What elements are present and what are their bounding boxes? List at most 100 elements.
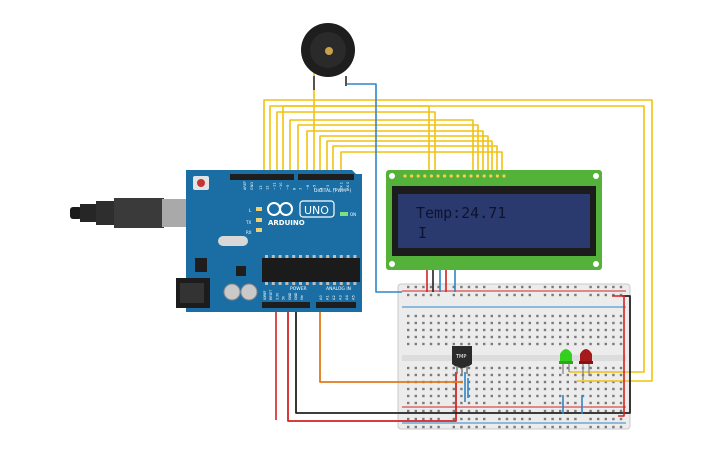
led-green[interactable]	[559, 349, 573, 374]
breadboard-hole	[467, 366, 471, 370]
lcd-16x2[interactable]: Temp:24.71 I	[386, 170, 602, 270]
breadboard-hole	[597, 335, 600, 339]
breadboard-hole	[475, 417, 478, 421]
breadboard-hole	[551, 293, 554, 297]
breadboard-hole	[543, 328, 547, 332]
breadboard-hole	[475, 387, 478, 391]
breadboard-hole	[422, 328, 425, 332]
breadboard-hole	[407, 366, 410, 370]
breadboard-hole	[445, 387, 448, 391]
breadboard-hole	[505, 335, 509, 339]
breadboard-hole	[414, 401, 417, 405]
breadboard-hole	[445, 373, 448, 377]
lcd-pin	[449, 174, 453, 178]
breadboard-hole	[467, 401, 471, 405]
breadboard-hole	[604, 285, 607, 289]
breadboard-hole	[452, 321, 455, 325]
breadboard-hole	[513, 401, 516, 405]
breadboard-hole	[597, 366, 600, 370]
breadboard-hole	[475, 366, 478, 370]
breadboard-hole	[604, 373, 607, 377]
power-pin-label: 3.3V	[275, 292, 279, 300]
breadboard-hole	[551, 342, 554, 346]
chip-pin	[319, 255, 323, 258]
breadboard-hole	[475, 425, 478, 429]
power-pin-label: GND	[288, 292, 292, 300]
breadboard-hole	[612, 401, 615, 405]
breadboard-hole	[483, 293, 486, 297]
breadboard-hole	[589, 417, 592, 421]
breadboard-hole	[429, 401, 433, 405]
breadboard-hole	[566, 409, 569, 413]
breadboard-hole	[467, 335, 471, 339]
breadboard-hole	[612, 335, 615, 339]
breadboard-hole	[574, 417, 577, 421]
power-pin-label: GND	[294, 292, 298, 300]
led-red[interactable]	[579, 349, 593, 380]
breadboard-hole	[543, 380, 547, 384]
breadboard-hole	[490, 366, 493, 370]
lcd-pin	[436, 174, 440, 178]
breadboard-hole	[612, 373, 615, 377]
breadboard-hole	[521, 417, 524, 421]
breadboard-hole	[619, 321, 623, 325]
breadboard-hole	[619, 409, 623, 413]
breadboard[interactable]	[397, 283, 631, 430]
chip-pin	[278, 255, 282, 258]
breadboard-hole	[452, 394, 455, 398]
breadboard-hole	[513, 321, 516, 325]
breadboard-hole	[543, 394, 547, 398]
breadboard-hole	[513, 314, 516, 318]
analog-pin-label: A5	[352, 295, 356, 300]
arduino-uno-board[interactable]: ARDUINO UNO DIGITAL (PWM~) ANALOG IN POW…	[70, 170, 362, 312]
breadboard-hole	[407, 342, 410, 346]
breadboard-hole	[422, 401, 425, 405]
analog-pin-label: A1	[326, 295, 330, 300]
piezo-buzzer[interactable]	[301, 23, 355, 90]
breadboard-hole	[589, 401, 592, 405]
breadboard-hole	[437, 314, 440, 318]
breadboard-hole	[543, 342, 547, 346]
chip-pin	[312, 282, 316, 285]
breadboard-hole	[460, 417, 463, 421]
breadboard-hole	[429, 425, 433, 429]
breadboard-hole	[589, 394, 592, 398]
breadboard-hole	[597, 373, 600, 377]
breadboard-hole	[597, 293, 600, 297]
breadboard-hole	[475, 285, 478, 289]
breadboard-hole	[498, 425, 501, 429]
breadboard-hole	[528, 366, 531, 370]
breadboard-hole	[490, 380, 493, 384]
breadboard-hole	[467, 387, 471, 391]
breadboard-hole	[612, 293, 615, 297]
chip-pin	[292, 282, 296, 285]
breadboard-hole	[528, 285, 531, 289]
breadboard-hole	[559, 321, 562, 325]
breadboard-hole	[483, 321, 486, 325]
breadboard-hole	[536, 394, 539, 398]
breadboard-hole	[559, 366, 562, 370]
breadboard-hole	[414, 387, 417, 391]
breadboard-hole	[452, 387, 455, 391]
breadboard-hole	[498, 366, 501, 370]
breadboard-hole	[528, 293, 531, 297]
lcd-pin	[482, 174, 486, 178]
breadboard-hole	[612, 425, 615, 429]
breadboard-hole	[604, 409, 607, 413]
breadboard-hole	[505, 366, 509, 370]
breadboard-hole	[437, 321, 440, 325]
breadboard-hole	[467, 380, 471, 384]
breadboard-hole	[498, 380, 501, 384]
tmp36-sensor[interactable]: TMP	[452, 346, 472, 376]
breadboard-hole	[513, 425, 516, 429]
breadboard-hole	[612, 342, 615, 346]
breadboard-hole	[460, 387, 463, 391]
breadboard-hole	[536, 328, 539, 332]
breadboard-hole	[445, 366, 448, 370]
breadboard-hole	[551, 314, 554, 318]
breadboard-hole	[521, 387, 524, 391]
breadboard-hole	[559, 373, 562, 377]
breadboard-hole	[452, 417, 455, 421]
breadboard-hole	[581, 387, 585, 391]
